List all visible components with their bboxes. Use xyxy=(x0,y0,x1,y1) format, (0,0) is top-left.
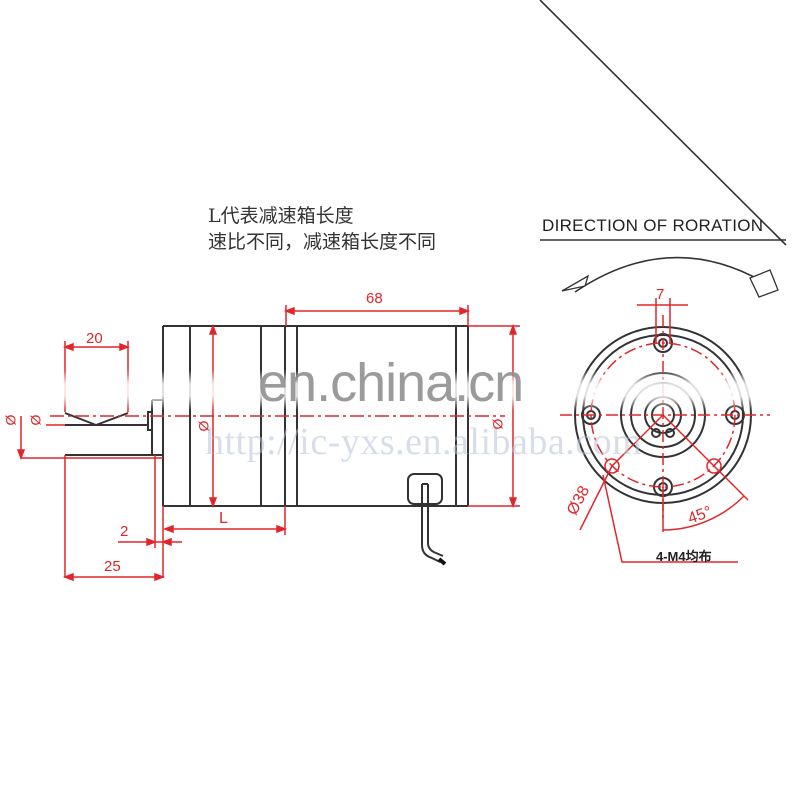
note-line-1: L代表减速箱长度 xyxy=(208,205,354,227)
diameter-symbol-2: Ø xyxy=(27,414,44,426)
rotation-title: DIRECTION OF RORATION xyxy=(542,216,764,235)
watermark-url: http://ic-yxs.en.alibaba.com xyxy=(205,421,643,463)
side-view xyxy=(16,305,520,582)
dim-20-label: 20 xyxy=(86,330,103,347)
diameter-symbol-3: Ø xyxy=(195,420,212,432)
watermark-band xyxy=(0,370,800,410)
dim-68-label: 68 xyxy=(366,290,383,307)
note-line-2: 速比不同，减速箱长度不同 xyxy=(208,231,437,253)
dim-25-label: 25 xyxy=(104,558,121,575)
watermark-main: en.china.cn xyxy=(258,353,524,413)
dim-l-label: L xyxy=(219,510,228,527)
diameter-symbol-1: Ø xyxy=(2,414,19,426)
dim-7-label: 7 xyxy=(656,286,665,303)
diameter-symbol-4: Ø xyxy=(489,418,506,430)
mounting-holes-label: 4-M4均布 xyxy=(656,549,712,564)
dim-2-label: 2 xyxy=(120,523,129,540)
front-view xyxy=(539,0,787,563)
bolt-circle xyxy=(560,298,770,563)
terminal-box xyxy=(407,473,447,566)
rotation-arrow-icon xyxy=(574,256,766,293)
gearbox-note: L代表减速箱长度 速比不同，减速箱长度不同 xyxy=(208,203,436,255)
